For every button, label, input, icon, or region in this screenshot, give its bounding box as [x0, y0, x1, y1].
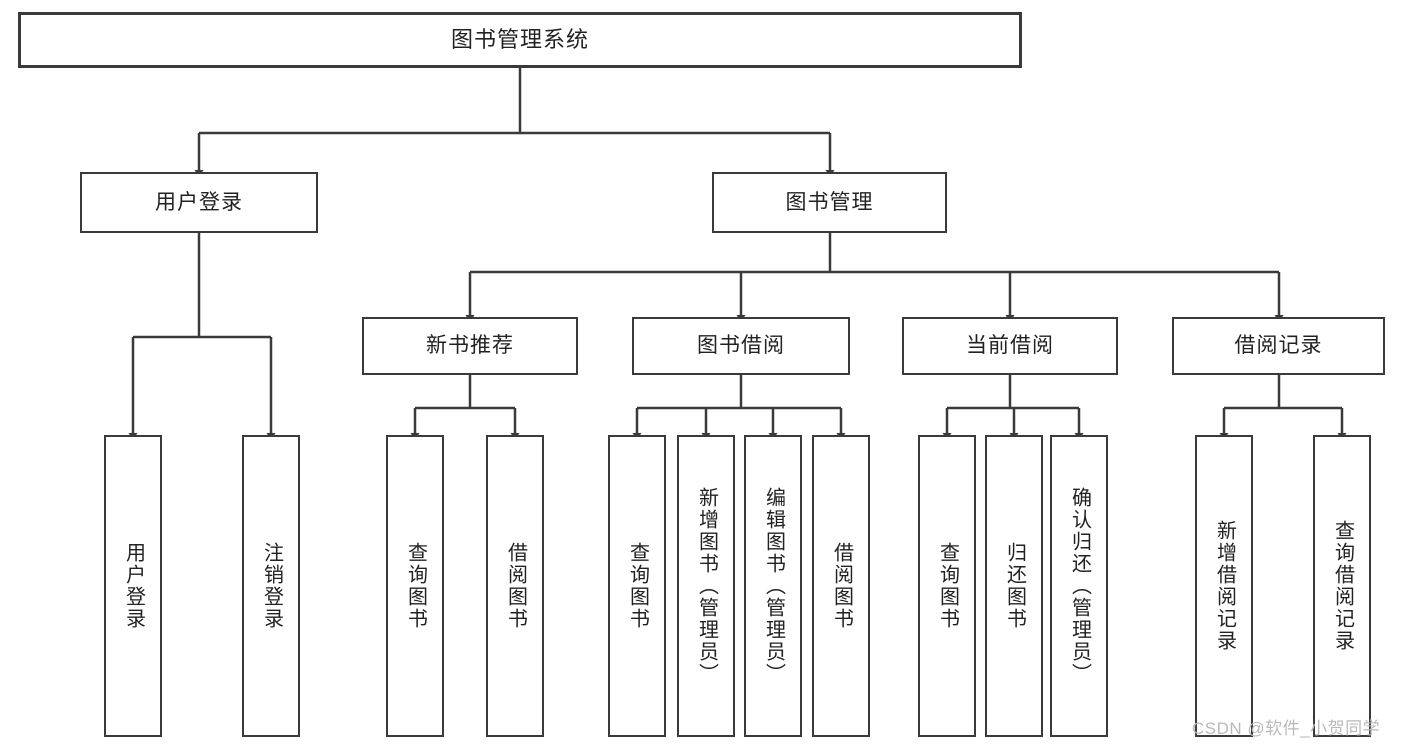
node-label-current-borrow: 当前借阅	[966, 334, 1054, 358]
node-label-user-login: 用户登录	[155, 190, 243, 214]
node-label-leaf-logout: 注销登录	[260, 542, 283, 630]
node-book-manage[interactable]: 图书管理	[712, 172, 947, 233]
node-label-leaf-query-record: 查询借阅记录	[1331, 520, 1354, 652]
node-leaf-edit-book[interactable]: 编辑图书（管理员）	[744, 435, 802, 737]
node-leaf-add-record[interactable]: 新增借阅记录	[1195, 435, 1253, 737]
node-label-leaf-query-book-3: 查询图书	[936, 542, 959, 630]
node-label-leaf-return-book: 归还图书	[1003, 542, 1026, 630]
node-leaf-confirm-return[interactable]: 确认归还（管理员）	[1050, 435, 1108, 737]
node-label-borrow-record: 借阅记录	[1234, 334, 1323, 358]
node-label-new-book-recommend: 新书推荐	[426, 334, 514, 358]
node-label-leaf-add-record: 新增借阅记录	[1213, 520, 1236, 652]
node-label-leaf-query-book-2: 查询图书	[626, 542, 649, 630]
node-leaf-query-book-3[interactable]: 查询图书	[918, 435, 976, 737]
node-label-leaf-borrow-book-2: 借阅图书	[830, 542, 853, 630]
node-label-root: 图书管理系统	[450, 26, 589, 52]
node-label-leaf-query-book-1: 查询图书	[404, 542, 427, 630]
node-label-leaf-confirm-return: 确认归还（管理员）	[1068, 487, 1091, 685]
node-label-leaf-edit-book: 编辑图书（管理员）	[762, 487, 785, 685]
node-label-book-manage: 图书管理	[785, 190, 874, 214]
node-leaf-borrow-book-1[interactable]: 借阅图书	[486, 435, 544, 737]
csdn-watermark: CSDN @软件_小贺同学	[1192, 719, 1381, 738]
node-leaf-return-book[interactable]: 归还图书	[985, 435, 1043, 737]
node-label-leaf-user-login: 用户登录	[122, 542, 145, 630]
node-leaf-logout[interactable]: 注销登录	[242, 435, 300, 737]
node-leaf-query-book-1[interactable]: 查询图书	[386, 435, 444, 737]
node-new-book-recommend[interactable]: 新书推荐	[362, 317, 578, 375]
node-label-book-borrow: 图书借阅	[697, 334, 785, 358]
node-label-leaf-add-book: 新增图书（管理员）	[695, 487, 718, 685]
node-current-borrow[interactable]: 当前借阅	[902, 317, 1118, 375]
node-borrow-record[interactable]: 借阅记录	[1172, 317, 1385, 375]
node-leaf-query-book-2[interactable]: 查询图书	[608, 435, 666, 737]
node-label-leaf-borrow-book-1: 借阅图书	[504, 542, 527, 630]
node-user-login[interactable]: 用户登录	[80, 172, 318, 233]
node-book-borrow[interactable]: 图书借阅	[632, 317, 850, 375]
node-leaf-add-book[interactable]: 新增图书（管理员）	[677, 435, 735, 737]
node-leaf-borrow-book-2[interactable]: 借阅图书	[812, 435, 870, 737]
node-leaf-user-login[interactable]: 用户登录	[104, 435, 162, 737]
node-root[interactable]: 图书管理系统	[18, 12, 1022, 68]
node-leaf-query-record[interactable]: 查询借阅记录	[1313, 435, 1371, 737]
